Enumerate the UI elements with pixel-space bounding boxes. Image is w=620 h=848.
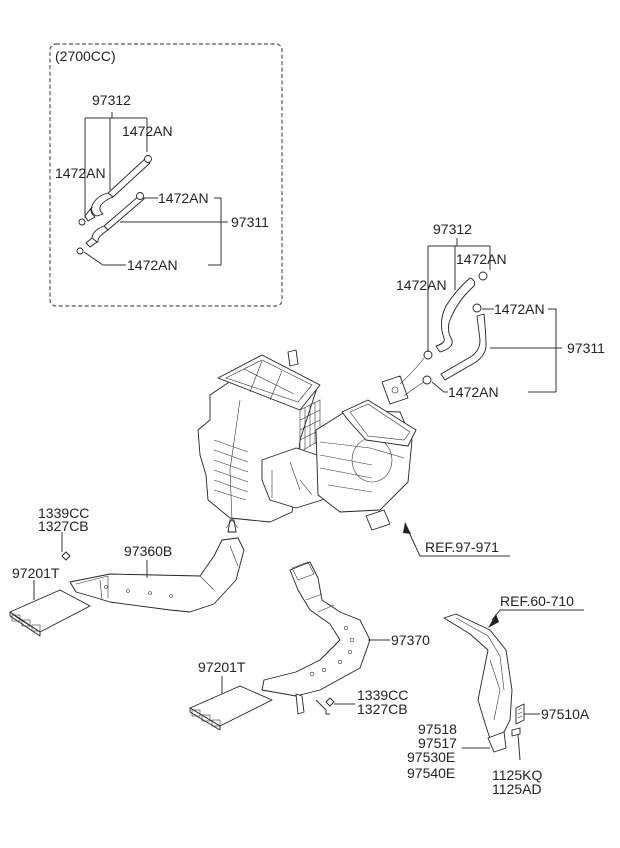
inset-label-97311: 97311 — [231, 214, 269, 230]
inset-label-1472an-b: 1472AN — [55, 165, 106, 181]
inset-hose-97312 — [78, 155, 152, 226]
inset-hose-97311 — [76, 192, 145, 255]
label-1327cb-right: 1327CB — [357, 701, 408, 717]
cowl-bracket-assembly — [443, 613, 540, 761]
label-97201t-left: 97201T — [12, 565, 60, 581]
inset-label-1472an-c: 1472AN — [158, 190, 209, 206]
duct-97370: 97370 — [261, 561, 430, 715]
hose-97311 — [440, 313, 487, 381]
label-97312: 97312 — [433, 221, 472, 237]
ref-97-971: REF.97-971 — [403, 522, 510, 557]
label-1339cc-right: 1339CC — [357, 687, 408, 703]
label-1472an-b: 1472AN — [396, 277, 447, 293]
cover-97510A — [515, 703, 525, 725]
vent-97201t-right: 97201T — [189, 659, 273, 731]
label-1125kq: 1125KQ — [492, 767, 542, 783]
label-97201t-right: 97201T — [198, 659, 246, 675]
label-1125ad: 1125AD — [492, 781, 542, 797]
label-1339cc-left: 1339CC — [38, 505, 89, 521]
label-97530e: 97530E — [407, 749, 455, 765]
label-97370: 97370 — [391, 632, 430, 648]
label-97510a: 97510A — [541, 706, 590, 722]
bracket-97518 — [487, 731, 507, 753]
ref-60-710: REF.60-710 — [488, 593, 584, 628]
inset-label-1472an-d: 1472AN — [127, 257, 178, 273]
label-1472an-c: 1472AN — [494, 301, 545, 317]
inset-dashed-border — [49, 43, 283, 307]
main-heater-hoses: 97312 1472AN 1472AN 1472AN 97311 1472AN — [381, 221, 605, 405]
fastener-left: 1339CC 1327CB — [38, 505, 89, 561]
label-ref-97-971: REF.97-971 — [425, 539, 499, 555]
label-97311: 97311 — [567, 340, 605, 356]
label-ref-60-710: REF.60-710 — [500, 593, 574, 609]
label-97518: 97518 — [418, 721, 457, 737]
duct-97360b: 97360B — [69, 537, 245, 613]
fastener-right: 1339CC 1327CB — [315, 687, 408, 717]
inset-label-1472an-a: 1472AN — [122, 123, 173, 139]
inset-label-97312: 97312 — [92, 92, 131, 108]
vent-97201t-left: 97201T — [9, 565, 91, 637]
inset-2700cc: (2700CC) 97312 1472AN 1472AN 1472AN 9731… — [49, 43, 283, 307]
bolt-1125kq — [511, 727, 521, 737]
label-1327cb-left: 1327CB — [38, 518, 89, 534]
hose-97312 — [435, 277, 476, 353]
label-97360b: 97360B — [124, 543, 172, 559]
hvac-heater-unit — [197, 349, 417, 533]
label-1472an-d: 1472AN — [448, 384, 499, 400]
inset-variant-label: (2700CC) — [55, 48, 116, 64]
label-97517: 97517 — [418, 735, 457, 751]
label-97540e: 97540E — [407, 765, 455, 781]
label-1472an-a: 1472AN — [456, 251, 507, 267]
